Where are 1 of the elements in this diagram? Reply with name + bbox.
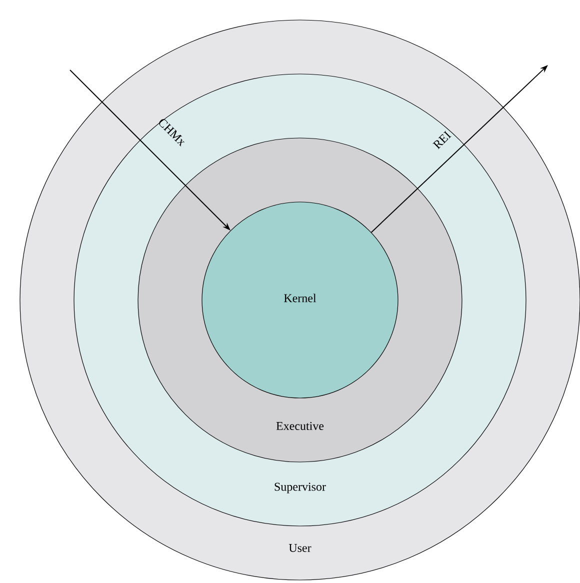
ring: Kernel bbox=[202, 202, 398, 398]
